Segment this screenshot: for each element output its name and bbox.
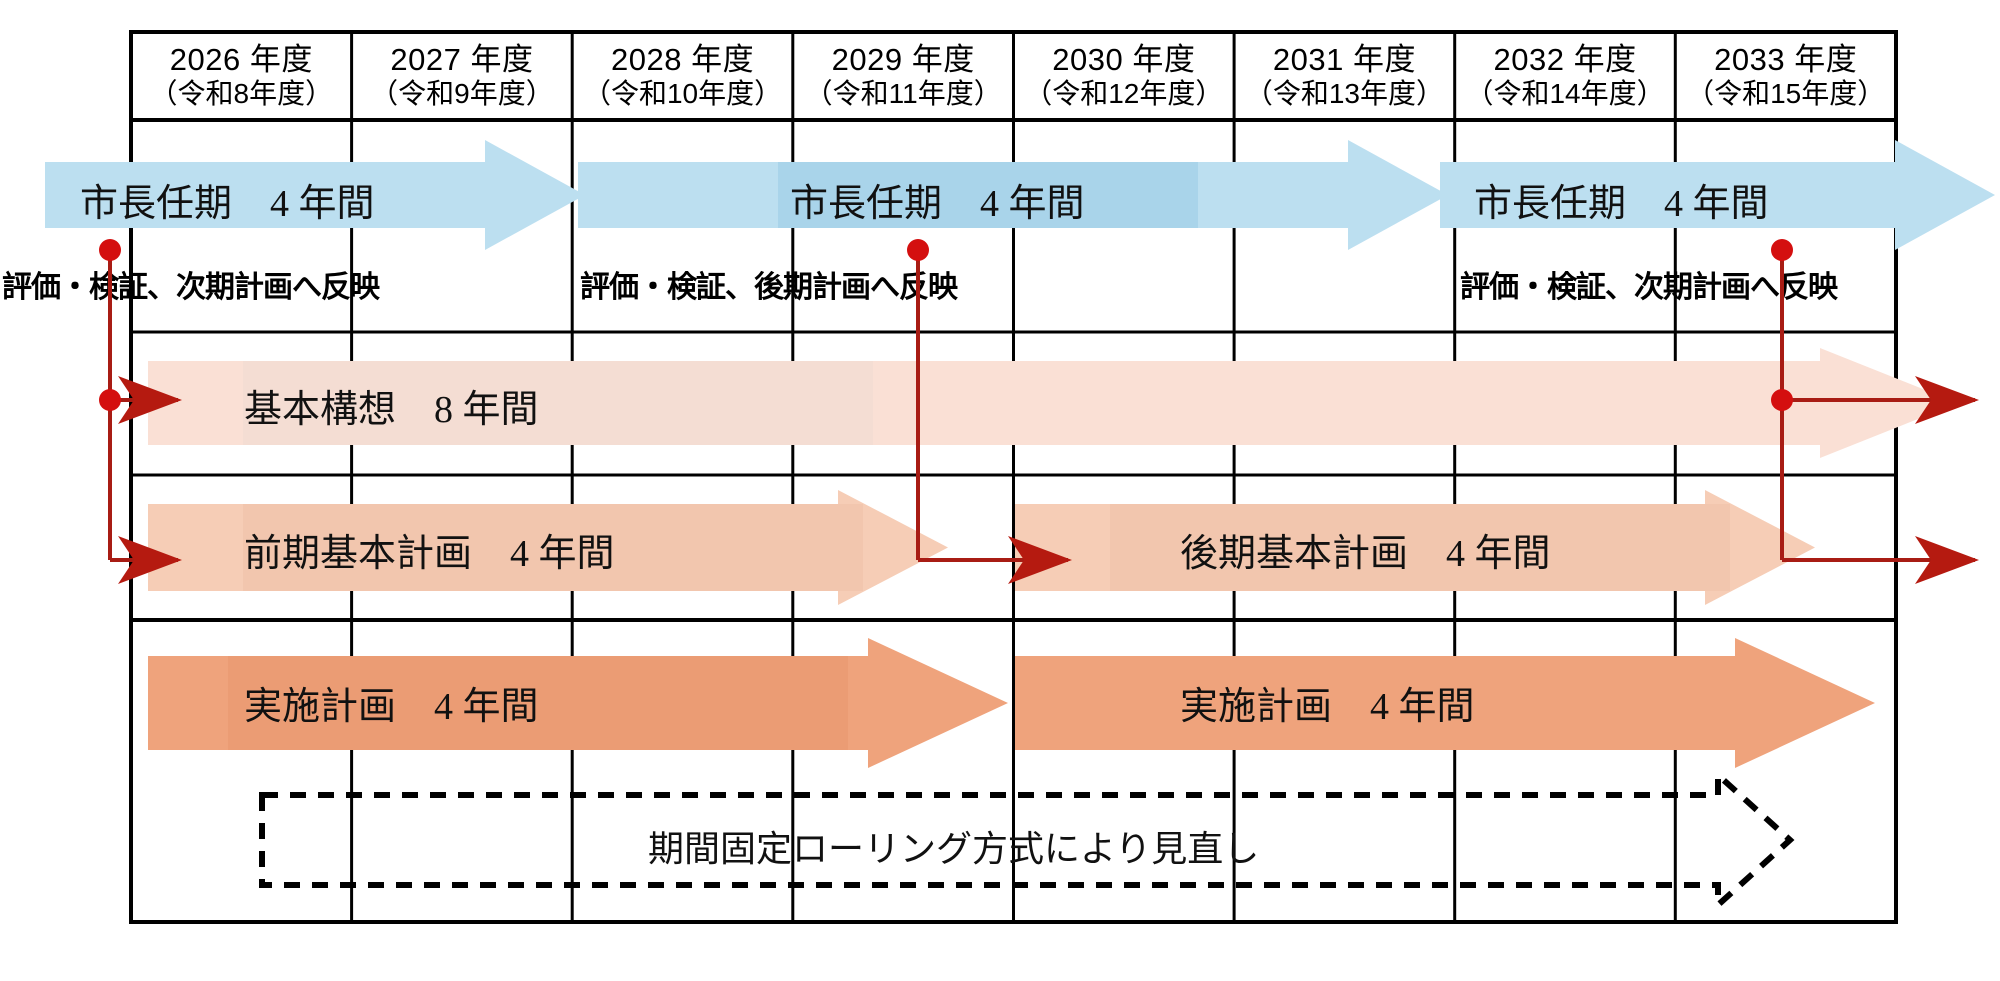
header-era: （令和12年度） — [1024, 77, 1224, 109]
latter-basic-plan-label: 後期基本計画 4 年間 — [1180, 533, 1551, 575]
header-year: 2033 年度 — [1714, 42, 1858, 78]
header-cell: 2032 年度 （令和14年度） — [1455, 32, 1676, 120]
basic-concept-arrow — [148, 348, 1958, 458]
header-year: 2028 年度 — [611, 42, 755, 78]
fiscal-year-header-row: 2026 年度 （令和8年度） 2027 年度 （令和9年度） 2028 年度 … — [131, 32, 1896, 120]
header-era: （令和10年度） — [582, 77, 783, 109]
header-year: 2027 年度 — [390, 42, 534, 78]
header-cell: 2027 年度 （令和9年度） — [352, 32, 573, 120]
header-era: （令和9年度） — [370, 77, 554, 109]
mayor-term-label-2: 市長任期 4 年間 — [790, 183, 1085, 225]
header-cell: 2029 年度 （令和11年度） — [793, 32, 1014, 120]
header-cell: 2030 年度 （令和12年度） — [1014, 32, 1235, 120]
action-plan-label-2: 実施計画 4 年間 — [1180, 686, 1475, 728]
mayor-term-label-1: 市長任期 4 年間 — [80, 183, 375, 225]
evaluation-label-2: 評価・検証、後期計画へ反映 — [580, 271, 958, 304]
header-cell: 2028 年度 （令和10年度） — [572, 32, 793, 120]
header-year: 2026 年度 — [169, 42, 313, 78]
header-era: （令和15年度） — [1686, 77, 1886, 109]
header-year: 2032 年度 — [1493, 42, 1637, 78]
header-era: （令和13年度） — [1244, 77, 1445, 109]
header-year: 2029 年度 — [831, 42, 975, 78]
header-era: （令和8年度） — [149, 77, 334, 109]
action-plan-label-1: 実施計画 4 年間 — [244, 686, 539, 728]
mayor-term-arrow-1 — [45, 140, 585, 250]
header-cell: 2031 年度 （令和13年度） — [1234, 32, 1455, 120]
action-plan-arrow-1 — [148, 638, 1008, 768]
basic-concept-label: 基本構想 8 年間 — [244, 389, 539, 431]
header-year: 2031 年度 — [1272, 42, 1416, 78]
header-cell: 2033 年度 （令和15年度） — [1675, 32, 1896, 120]
action-plan-arrow-2 — [1015, 638, 1875, 768]
mayor-term-arrow-2 — [578, 140, 1448, 250]
rolling-method-label: 期間固定ローリング方式により見直し — [648, 829, 1260, 869]
header-era: （令和14年度） — [1465, 77, 1665, 109]
header-cell: 2026 年度 （令和8年度） — [131, 32, 352, 120]
header-era: （令和11年度） — [804, 77, 1002, 109]
latter-basic-plan-arrow — [1015, 490, 1815, 605]
former-basic-plan-label: 前期基本計画 4 年間 — [244, 533, 615, 575]
evaluation-label-3: 評価・検証、次期計画へ反映 — [1460, 271, 1838, 304]
header-year: 2030 年度 — [1052, 42, 1196, 78]
mayor-term-arrow-3 — [1440, 140, 1995, 250]
former-basic-plan-arrow — [148, 490, 948, 605]
mayor-term-label-3: 市長任期 4 年間 — [1474, 183, 1769, 225]
evaluation-label-1: 評価・検証、次期計画へ反映 — [2, 271, 380, 304]
